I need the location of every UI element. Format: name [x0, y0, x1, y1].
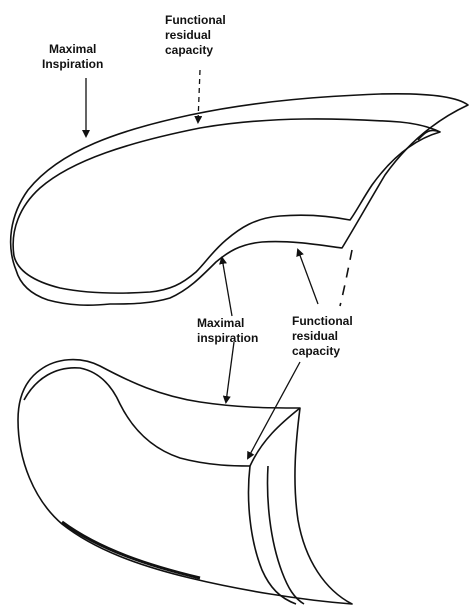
label-line: residual	[292, 329, 353, 344]
mid-frc-arrow-up	[298, 250, 318, 304]
label-line: capacity	[292, 344, 353, 359]
upper-frc-outline	[13, 119, 440, 293]
label-line: Functional	[292, 314, 353, 329]
upper-maximal-inspiration-outline	[11, 94, 468, 305]
lower-lung-outlines	[18, 360, 352, 604]
upper-frc-dashed-edge	[340, 250, 352, 306]
label-top-functional-residual-capacity: Functional residual capacity	[165, 13, 226, 58]
lower-base-edge	[62, 522, 200, 578]
label-line: Maximal	[197, 316, 258, 331]
lower-inner-face	[250, 408, 300, 466]
label-line: Maximal	[42, 42, 103, 57]
upper-frc-arrow	[198, 70, 200, 122]
label-line: inspiration	[197, 331, 258, 346]
label-top-maximal-inspiration: Maximal Inspiration	[42, 42, 103, 72]
label-line: residual	[165, 28, 226, 43]
upper-lung-outlines	[11, 94, 468, 306]
mid-frc-arrow-down	[248, 362, 300, 458]
label-line: Inspiration	[42, 57, 103, 72]
lower-maximal-inspiration-outline	[18, 360, 352, 604]
label-line: Functional	[165, 13, 226, 28]
lower-inner-face-2	[268, 466, 304, 604]
mid-maximal-arrow-down	[226, 342, 234, 402]
label-bottom-maximal-inspiration: Maximal inspiration	[197, 316, 258, 346]
label-bottom-functional-residual-capacity: Functional residual capacity	[292, 314, 353, 359]
label-line: capacity	[165, 43, 226, 58]
mid-maximal-arrow-up	[222, 258, 232, 316]
